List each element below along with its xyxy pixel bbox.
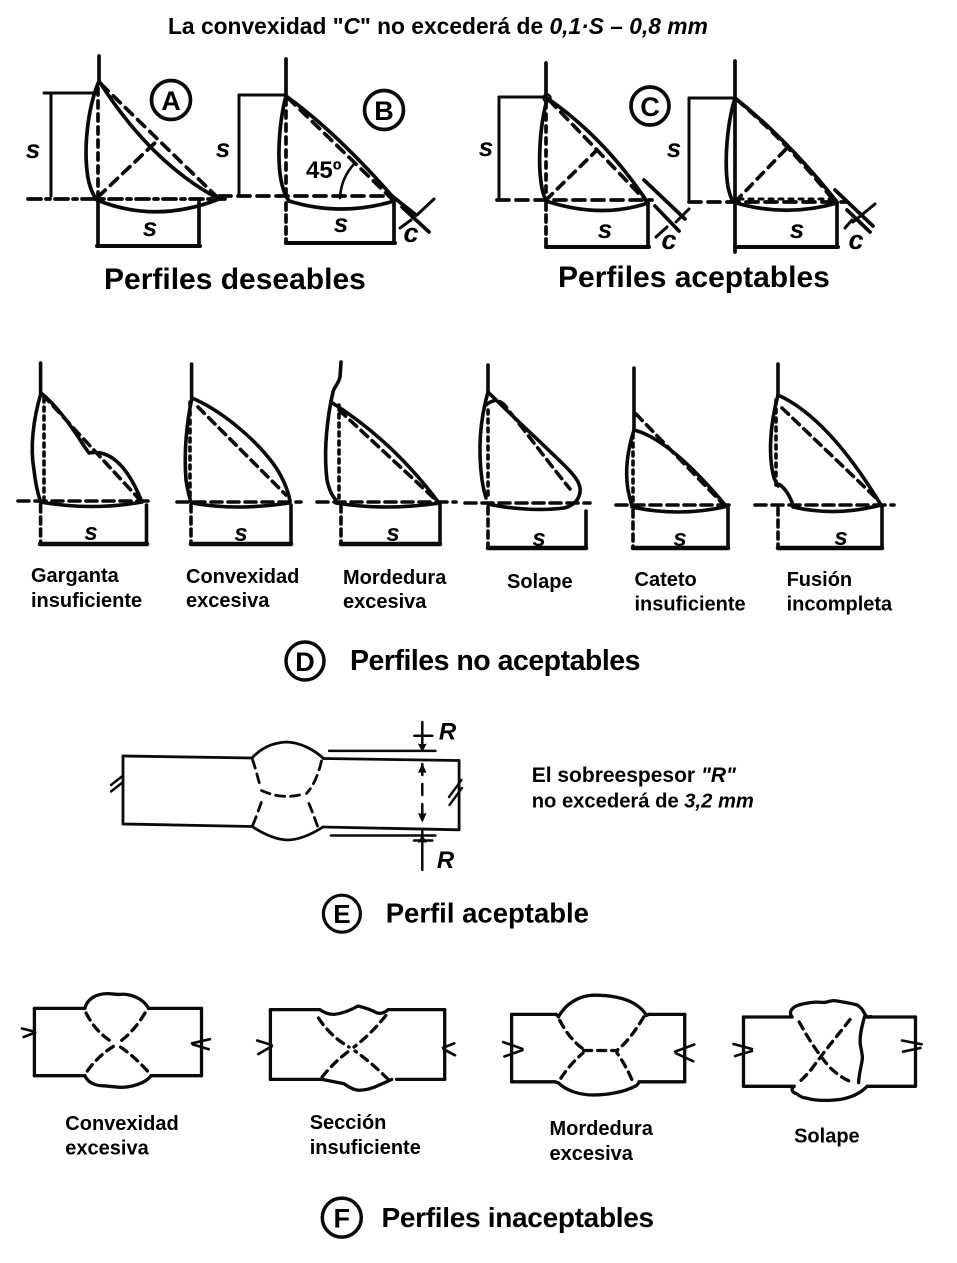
svg-text:Mordedura: Mordedura xyxy=(550,1118,654,1140)
svg-text:Perfiles no aceptables: Perfiles no aceptables xyxy=(350,645,640,677)
svg-text:Perfiles inaceptables: Perfiles inaceptables xyxy=(382,1202,654,1233)
svg-text:Garganta: Garganta xyxy=(31,565,120,587)
svg-text:s: s xyxy=(386,520,399,547)
svg-text:Convexidad: Convexidad xyxy=(186,566,299,588)
svg-text:s: s xyxy=(673,525,686,552)
svg-text:Solape: Solape xyxy=(794,1126,860,1148)
svg-text:La convexidad "C" no excederá: La convexidad "C" no excederá de 0,1·S –… xyxy=(168,13,708,39)
svg-text:excesiva: excesiva xyxy=(65,1138,149,1160)
svg-text:insuficiente: insuficiente xyxy=(635,594,746,616)
svg-text:insuficiente: insuficiente xyxy=(310,1137,421,1159)
svg-text:Convexidad: Convexidad xyxy=(65,1113,178,1135)
svg-text:c: c xyxy=(848,225,863,255)
svg-text:s: s xyxy=(216,133,230,163)
svg-text:C: C xyxy=(640,92,660,122)
svg-text:excesiva: excesiva xyxy=(550,1143,634,1165)
svg-text:c: c xyxy=(403,218,418,248)
svg-text:Fusión: Fusión xyxy=(787,569,853,591)
svg-text:D: D xyxy=(295,647,315,677)
svg-text:B: B xyxy=(374,96,394,126)
svg-text:El sobreespesor "R": El sobreespesor "R" xyxy=(532,764,737,787)
svg-text:excesiva: excesiva xyxy=(186,590,270,612)
svg-text:Mordedura: Mordedura xyxy=(343,567,447,589)
svg-text:s: s xyxy=(84,519,97,546)
svg-text:Perfil aceptable: Perfil aceptable xyxy=(386,898,589,929)
svg-text:s: s xyxy=(834,524,847,551)
svg-text:s: s xyxy=(26,134,40,164)
svg-text:s: s xyxy=(598,214,612,244)
svg-text:F: F xyxy=(334,1204,351,1234)
svg-text:s: s xyxy=(790,214,804,244)
svg-text:Cateto: Cateto xyxy=(635,569,697,591)
svg-text:insuficiente: insuficiente xyxy=(31,590,142,612)
svg-text:s: s xyxy=(532,525,545,552)
svg-text:incompleta: incompleta xyxy=(787,594,893,616)
svg-text:excesiva: excesiva xyxy=(343,591,427,613)
svg-text:s: s xyxy=(143,212,157,242)
svg-text:s: s xyxy=(667,133,681,163)
svg-text:Solape: Solape xyxy=(507,571,573,593)
svg-text:A: A xyxy=(161,86,181,116)
svg-text:Perfiles aceptables: Perfiles aceptables xyxy=(558,261,830,294)
svg-text:45º: 45º xyxy=(306,157,342,184)
svg-text:Perfiles deseables: Perfiles deseables xyxy=(104,263,366,296)
svg-text:no excederá de 3,2 mm: no excederá de 3,2 mm xyxy=(532,791,754,813)
svg-text:s: s xyxy=(234,520,247,547)
svg-text:s: s xyxy=(334,208,348,238)
svg-text:R: R xyxy=(437,847,455,874)
svg-text:R: R xyxy=(439,719,457,746)
svg-text:E: E xyxy=(333,899,350,929)
svg-text:c: c xyxy=(661,225,676,255)
svg-text:Sección: Sección xyxy=(310,1112,387,1134)
svg-text:s: s xyxy=(479,132,493,162)
